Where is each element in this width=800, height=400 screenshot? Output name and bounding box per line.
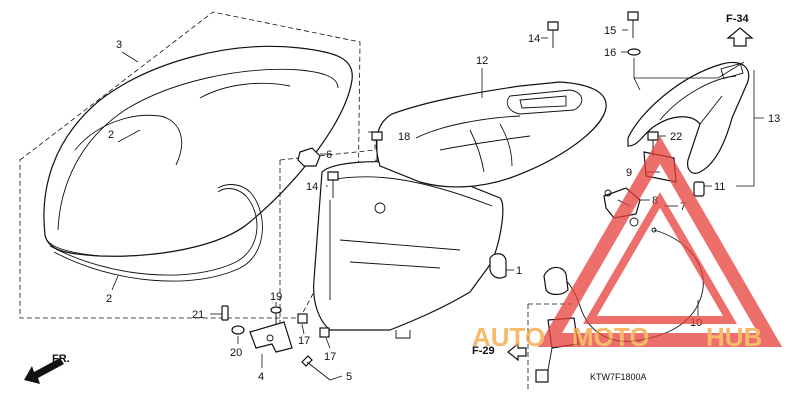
luggage-box — [313, 81, 607, 339]
front-label: FR. — [52, 353, 70, 365]
watermark-hub: HUB — [706, 322, 762, 352]
part-label-20: 20 — [230, 347, 242, 359]
grab-rail — [627, 61, 750, 174]
part-label-6: 6 — [326, 149, 332, 161]
seat — [43, 45, 353, 257]
part-label-16: 16 — [604, 47, 616, 59]
part-label-9: 9 — [626, 167, 632, 179]
diagram-code: KTW7F1800A — [590, 372, 647, 382]
part-label-2: 2 — [106, 293, 112, 305]
part-label-21: 21 — [192, 309, 204, 321]
f34-reference: F-34 — [726, 13, 754, 47]
part-label-14-upper: 14 — [528, 33, 540, 45]
hardware — [221, 11, 705, 381]
part-label-22: 22 — [670, 131, 682, 143]
part-label-15: 15 — [604, 25, 616, 37]
watermark-moto: MOTO — [572, 322, 650, 352]
part-label-18: 18 — [398, 131, 410, 143]
part-label-12: 12 — [476, 55, 488, 67]
front-direction-arrow: FR. — [24, 353, 70, 384]
part-label-1: 1 — [516, 265, 522, 277]
ref-f29-label: F-29 — [472, 345, 495, 357]
ref-f34-label: F-34 — [726, 13, 750, 25]
part-label-19: 19 — [270, 291, 282, 303]
part-label-17a: 17 — [298, 335, 310, 347]
watermark-logo: AUTO MOTO HUB — [472, 136, 783, 352]
part-label-3: 3 — [116, 39, 122, 51]
part-label-5: 5 — [346, 371, 352, 383]
part-label-7: 7 — [680, 201, 686, 213]
part-label-14-lower: 14 — [306, 181, 318, 193]
part-label-17b: 17 — [324, 351, 336, 363]
part-label-11: 11 — [714, 181, 725, 193]
f29-reference: F-29 — [472, 342, 527, 362]
seat-seal — [49, 184, 263, 282]
leader-lines — [111, 29, 764, 381]
part-label-2a: 2 — [108, 129, 114, 141]
part-label-4: 4 — [258, 371, 264, 383]
part-label-13: 13 — [768, 113, 780, 125]
part-labels: 3 2 2 6 18 14 12 14 15 16 13 22 9 11 8 7… — [106, 25, 780, 383]
watermark-auto: AUTO — [472, 322, 545, 352]
